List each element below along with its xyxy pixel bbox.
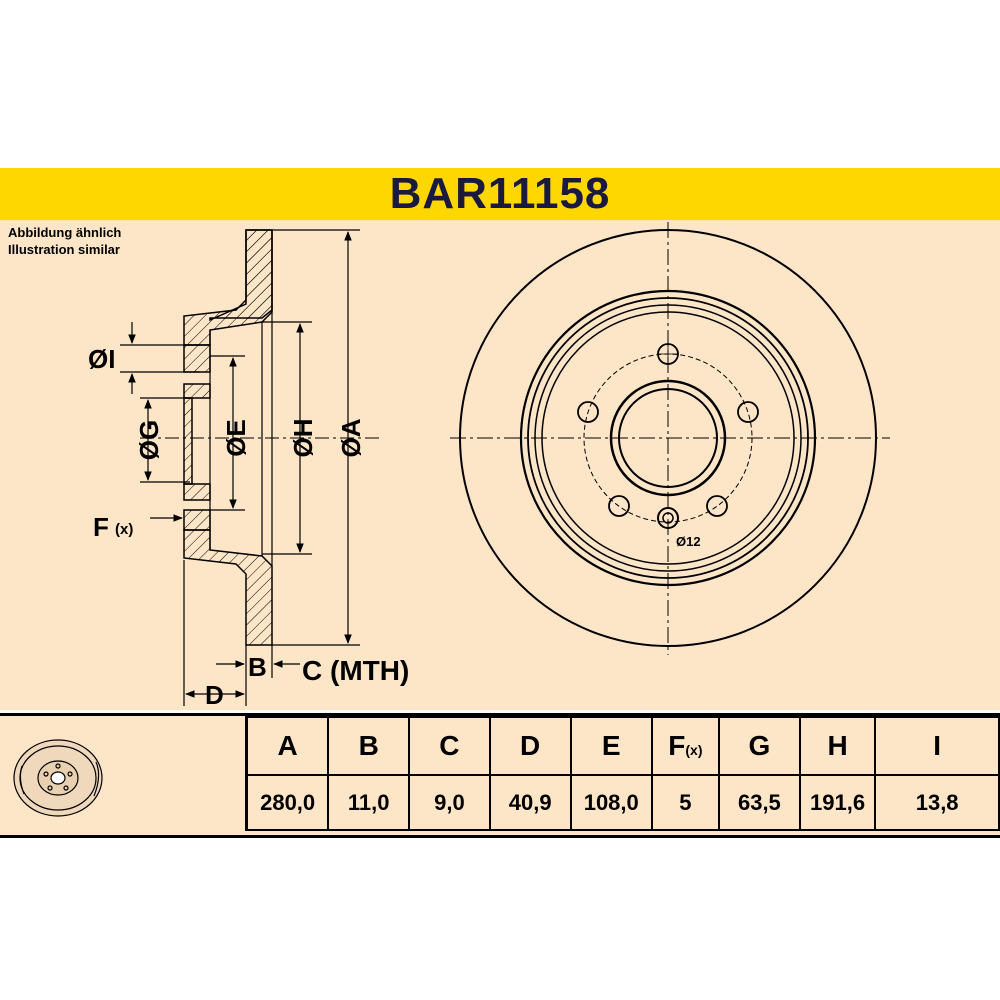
value-cell-d: 40,9 (488, 774, 572, 831)
header-cell-e: E (569, 716, 653, 776)
value-cell-a: 280,0 (245, 774, 330, 831)
front-view (450, 222, 890, 655)
caption-english: Illustration similar (8, 242, 120, 257)
value-cell-h: 191,6 (798, 774, 877, 831)
value-cell-e: 108,0 (569, 774, 653, 831)
brake-disc-drawing: ØA ØH ØE ØG ØI F (x) B C (MTH) D (88, 222, 890, 710)
value-cell-f: 5 (650, 774, 720, 831)
label-f-sub: (x) (115, 521, 133, 538)
label-d: D (205, 680, 224, 710)
illustration-caption: Abbildung ähnlich Illustration similar (8, 224, 121, 258)
title-banner: BAR11158 (0, 168, 1000, 220)
label-b: B (248, 652, 267, 682)
caption-german: Abbildung ähnlich (8, 225, 122, 240)
table-header-row: A B C D E F(x) G H I (245, 716, 1000, 776)
value-cell-g: 63,5 (717, 774, 801, 831)
label-dia-h: ØH (288, 419, 318, 458)
label-f: F (93, 512, 109, 542)
header-cell-f: F(x) (650, 716, 720, 776)
label-dia-i: ØI (88, 344, 115, 374)
technical-drawing-panel (0, 220, 1000, 710)
header-cell-a: A (245, 716, 330, 776)
label-dia-g: ØG (134, 420, 164, 460)
header-cell-g: G (717, 716, 801, 776)
dimension-lines (120, 229, 360, 706)
label-hole-diameter: Ø12 (676, 534, 701, 549)
header-cell-h: H (798, 716, 877, 776)
cross-section-view (183, 229, 273, 646)
label-dia-e: ØE (221, 419, 251, 457)
header-cell-b: B (327, 716, 411, 776)
label-dia-a: ØA (336, 418, 366, 457)
spec-table: A B C D E F(x) G H I 280,0 11,0 9,0 40,9… (245, 716, 1000, 831)
table-value-row: 280,0 11,0 9,0 40,9 108,0 5 63,5 191,6 1… (245, 774, 1000, 831)
header-cell-i: I (874, 716, 1000, 776)
header-cell-c: C (408, 716, 491, 776)
part-number-title: BAR11158 (389, 169, 611, 218)
header-cell-d: D (488, 716, 572, 776)
label-c-mth: C (MTH) (302, 655, 409, 686)
disc-thumbnail (13, 739, 103, 817)
value-cell-i: 13,8 (874, 774, 1000, 831)
value-cell-c: 9,0 (408, 774, 491, 831)
value-cell-b: 11,0 (327, 774, 411, 831)
